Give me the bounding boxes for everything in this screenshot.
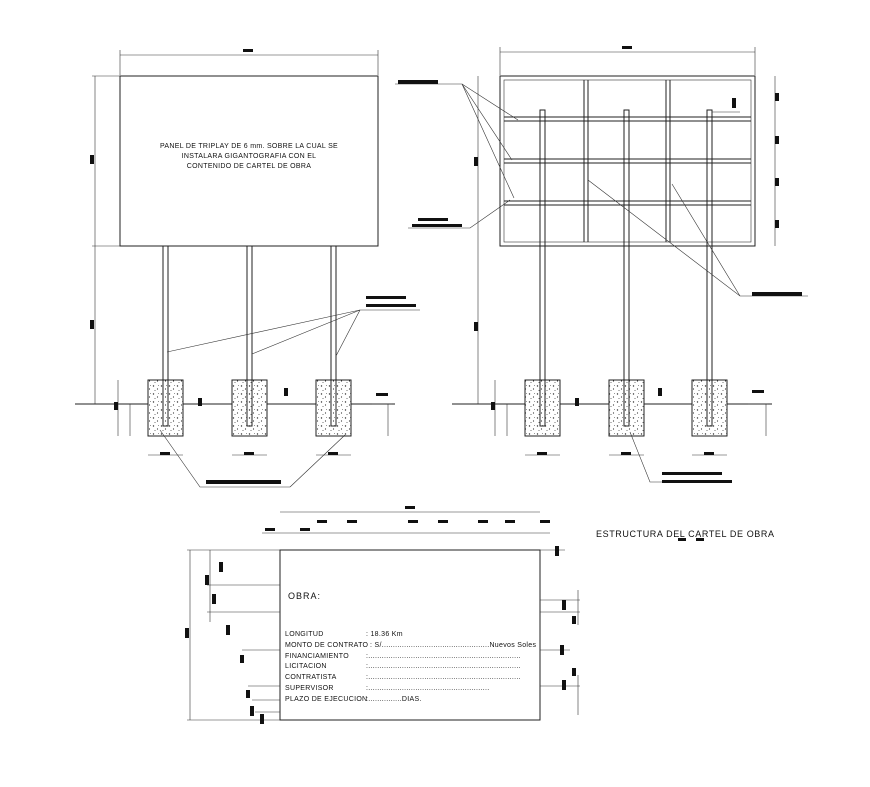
concrete-footing <box>231 379 268 437</box>
front-elevation: PANEL DE TRIPLAY DE 6 mm. SOBRE LA CUAL … <box>75 49 420 488</box>
dimension-tag <box>90 320 94 329</box>
sign-row-value: :.......................................… <box>366 674 870 681</box>
sign-row-value: : 18.36 Km <box>366 631 403 638</box>
sign-row-value: :...............DIAS. <box>366 696 422 703</box>
sign-row-label: MONTO DE CONTRATO <box>285 642 369 649</box>
post <box>539 109 546 427</box>
sign-row-label: FINANCIAMIENTO <box>285 653 349 660</box>
sign-row-value: :.......................................… <box>366 653 870 660</box>
sign-row-label: PLAZO DE EJECUCION <box>285 696 367 703</box>
sign-row-label: LONGITUD <box>285 631 324 638</box>
drawing-title: ESTRUCTURA DEL CARTEL DE OBRA <box>596 529 775 539</box>
sign-row-value: : S/....................................… <box>370 642 536 649</box>
sign-row-value: :.......................................… <box>366 663 870 670</box>
callout-tag <box>206 480 281 484</box>
concrete-footing <box>691 379 728 437</box>
dimension-tag <box>243 49 253 52</box>
rear-elevation-structure <box>395 46 808 483</box>
panel-note-line-3: CONTENIDO DE CARTEL DE OBRA <box>187 163 311 170</box>
sign-row-label: LICITACION <box>285 663 327 670</box>
sign-row-label: SUPERVISOR <box>285 685 334 692</box>
dimension-tag <box>90 155 94 164</box>
panel-note-line-2: INSTALARA GIGANTOGRAFIA CON EL <box>182 153 317 160</box>
concrete-footing <box>608 379 645 437</box>
sign-board <box>279 549 541 721</box>
plywood-panel <box>119 75 379 247</box>
sign-heading: OBRA: <box>288 591 321 601</box>
steel-frame <box>499 75 756 247</box>
sign-layout: ESTRUCTURA DEL CARTEL DE OBRA OBRA: LONG… <box>185 506 870 724</box>
sign-row-value: :.......................................… <box>366 685 870 692</box>
panel-note-line-1: PANEL DE TRIPLAY DE 6 mm. SOBRE LA CUAL … <box>160 143 338 150</box>
post <box>706 109 713 427</box>
sign-row-label: CONTRATISTA <box>285 674 337 681</box>
concrete-footing <box>315 379 352 437</box>
concrete-footing <box>147 379 184 437</box>
concrete-footing <box>524 379 561 437</box>
post <box>623 109 630 427</box>
